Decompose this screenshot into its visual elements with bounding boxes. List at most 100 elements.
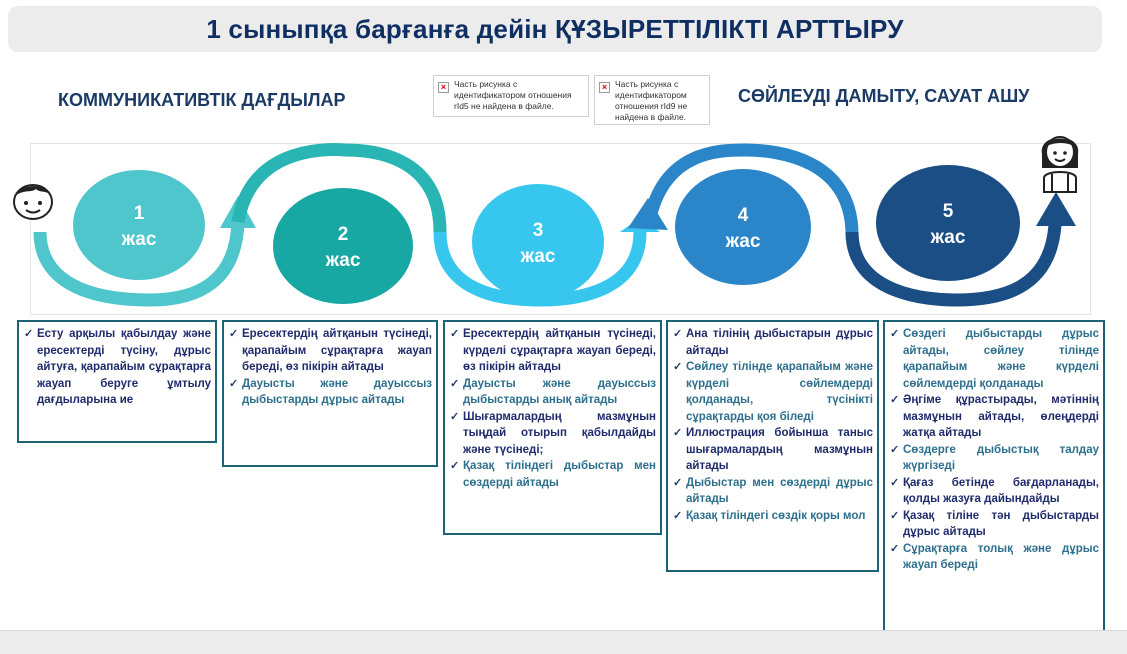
skill-text: Есту арқылы қабылдау және ересектерді тү… [37, 328, 211, 406]
skill-text: Қағаз бетінде бағдарланады, қолды жазуға… [903, 476, 1099, 506]
age-stage-circle [675, 169, 811, 285]
check-icon: ✓ [673, 476, 683, 489]
age-stage-number: 1 [134, 203, 145, 224]
girl-face-icon [1036, 124, 1084, 199]
stage-4-skills: ✓Ана тілінің дыбыстарын дұрыс айтады✓Сөй… [666, 320, 879, 572]
check-icon: ✓ [673, 427, 683, 439]
heading-speech-development: СӨЙЛЕУДІ ДАМЫТУ, САУАТ АШУ [738, 86, 1030, 106]
flow-arc-4 [641, 143, 859, 233]
check-icon: ✓ [890, 394, 900, 406]
skill-item: ✓Дауысты және дауыссыз дыбыстарды анық а… [450, 376, 656, 409]
skill-text: Иллюстрация бойынша таныс шығармалардың … [686, 427, 873, 472]
check-icon: ✓ [890, 443, 900, 456]
diagram-frame [30, 143, 1091, 315]
age-stage-circle [73, 170, 205, 280]
age-stage-number: 4 [738, 205, 749, 226]
age-stage-flow: 1 жас 2 жас 3 жас 4 жас 5 жас [33, 143, 1076, 307]
check-icon: ✓ [450, 460, 460, 472]
age-stage-3: 3 жас [472, 184, 604, 300]
skill-item: ✓Сөздерге дыбыстық талдау жүргізеді [890, 442, 1099, 475]
skill-item: ✓Сөйлеу тілінде қарапайым және күрделі с… [673, 359, 873, 425]
age-stage-circle [472, 184, 604, 300]
flow-arc-5 [845, 224, 1062, 307]
skill-item: ✓Дыбыстар мен сөздерді дұрыс айтады [673, 475, 873, 508]
age-stage-number: 5 [943, 201, 954, 222]
skill-item: ✓Сөздегі дыбыстарды дұрыс айтады, сөйлеу… [890, 326, 1099, 392]
check-icon: ✓ [673, 509, 683, 522]
flow-arc-1 [33, 221, 245, 307]
skill-text: Сұрақтарға толық және дұрыс жауап береді [903, 542, 1099, 572]
age-stage-label: жас [121, 229, 157, 250]
check-icon: ✓ [890, 476, 900, 489]
check-icon: ✓ [890, 509, 900, 522]
missing-image-placeholder: × Часть рисунка с идентификатором отноше… [433, 75, 589, 117]
skill-item: ✓Қазақ тіліне тән дыбыстарды дұрыс айтад… [890, 508, 1099, 541]
skill-item: ✓Қазақ тіліндегі сөздік қоры мол [673, 508, 873, 525]
skill-text: Дауысты және дауыссыз дыбыстарды анық ай… [463, 377, 656, 407]
skill-item: ✓Ересектердің айтқанын түсінеді, қарапай… [229, 326, 432, 376]
skill-item: ✓Қағаз бетінде бағдарланады, қолды жазуғ… [890, 475, 1099, 508]
skill-text: Дыбыстар мен сөздерді дұрыс айтады [686, 476, 873, 506]
skill-item: ✓Дауысты және дауыссыз дыбыстарды дұрыс … [229, 376, 432, 409]
missing-image-text: Часть рисунка с идентификатором отношени… [615, 79, 688, 122]
skill-item: ✓Иллюстрация бойынша таныс шығармалардың… [673, 425, 873, 475]
age-stage-number: 2 [338, 224, 349, 245]
skill-item: ✓Шығармалардың мазмұнын тыңдай отырып қа… [450, 409, 656, 459]
check-icon: ✓ [673, 328, 683, 340]
age-stage-2: 2 жас [273, 188, 413, 304]
skill-text: Сөздегі дыбыстарды дұрыс айтады, сөйлеу … [903, 328, 1099, 390]
stage-1-skills: ✓Есту арқылы қабылдау және ересектерді т… [17, 320, 217, 443]
age-stage-circle [876, 165, 1020, 281]
flow-arrow-4 [628, 198, 668, 230]
age-stage-label: жас [325, 250, 361, 271]
skill-text: Дауысты және дауыссыз дыбыстарды дұрыс а… [242, 377, 432, 407]
check-icon: ✓ [229, 377, 239, 390]
age-stage-5: 5 жас [876, 165, 1020, 281]
boy-face-icon [10, 180, 56, 227]
check-icon: ✓ [229, 328, 239, 340]
skill-item: ✓Қазақ тіліндегі дыбыстар мен сөздерді а… [450, 458, 656, 491]
title-band: 1 сыныпқа барғанға дейін ҚҰЗЫРЕТТІЛІКТІ … [8, 6, 1102, 52]
skill-text: Сөйлеу тілінде қарапайым және күрделі сө… [686, 361, 873, 423]
skill-text: Қазақ тіліндегі сөздік қоры мол [686, 509, 866, 522]
age-stage-number: 3 [533, 220, 544, 241]
age-stage-label: жас [725, 231, 761, 252]
check-icon: ✓ [890, 542, 900, 555]
age-stage-4: 4 жас [675, 169, 811, 285]
skill-text: Әңгіме құрастырады, мәтіннің мазмұнын ай… [903, 394, 1099, 439]
missing-image-placeholder: × Часть рисунка с идентификатором отноше… [594, 75, 710, 125]
flow-arrow-5 [1036, 192, 1076, 226]
check-icon: ✓ [673, 361, 683, 373]
skill-text: Қазақ тіліндегі дыбыстар мен сөздерді ай… [463, 460, 656, 489]
bottom-bar [0, 630, 1127, 654]
skill-item: ✓Ересектердің айтқанын түсінеді, күрделі… [450, 326, 656, 376]
broken-image-icon: × [599, 82, 610, 93]
skill-item: ✓Ана тілінің дыбыстарын дұрыс айтады [673, 326, 873, 359]
age-stage-1: 1 жас [73, 170, 205, 280]
stage-3-skills: ✓Ересектердің айтқанын түсінеді, күрделі… [443, 320, 662, 535]
skill-item: ✓Сұрақтарға толық және дұрыс жауап беред… [890, 541, 1099, 574]
stage-5-skills: ✓Сөздегі дыбыстарды дұрыс айтады, сөйлеу… [883, 320, 1105, 648]
skill-text: Сөздерге дыбыстық талдау жүргізеді [903, 443, 1099, 473]
skill-text: Ересектердің айтқанын түсінеді, қарапайы… [242, 328, 432, 373]
broken-image-icon: × [438, 82, 449, 93]
slide-title: 1 сыныпқа барғанға дейін ҚҰЗЫРЕТТІЛІКТІ … [206, 14, 904, 44]
age-stage-circle [273, 188, 413, 304]
check-icon: ✓ [890, 328, 900, 340]
missing-image-text: Часть рисунка с идентификатором отношени… [454, 79, 572, 111]
skill-text: Ана тілінің дыбыстарын дұрыс айтады [686, 328, 873, 357]
stage-2-skills: ✓Ересектердің айтқанын түсінеді, қарапай… [222, 320, 438, 467]
check-icon: ✓ [450, 410, 460, 423]
skill-item: ✓Әңгіме құрастырады, мәтіннің мазмұнын а… [890, 392, 1099, 442]
age-stage-label: жас [930, 227, 966, 248]
skill-text: Ересектердің айтқанын түсінеді, күрделі … [463, 328, 656, 373]
check-icon: ✓ [450, 328, 460, 340]
heading-communicative-skills: КОММУНИКАТИВТІК ДАҒДЫЛАР [58, 90, 346, 110]
flow-arc-3 [433, 231, 647, 307]
skill-text: Қазақ тіліне тән дыбыстарды дұрыс айтады [903, 509, 1099, 539]
check-icon: ✓ [450, 377, 460, 390]
check-icon: ✓ [24, 328, 34, 340]
age-stage-label: жас [520, 246, 556, 267]
flow-arc-2 [231, 143, 447, 233]
